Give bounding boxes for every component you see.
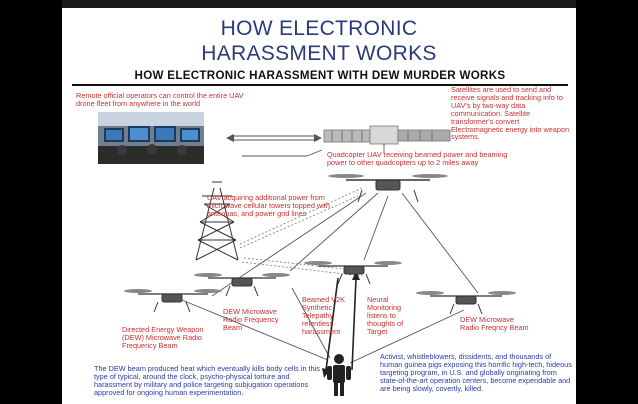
satellite-image: [323, 125, 451, 154]
directed-energy-label: Directed Energy Weapon (DEW) Microwave R…: [122, 325, 204, 350]
quadcopter-left: [124, 289, 222, 313]
dew-beam-heat-label: The DEW beam produced heat which eventua…: [94, 364, 320, 397]
quadcopter-middle: [194, 273, 290, 297]
page-title: HOW ELECTRONIC HARASSMENT WORKS: [62, 16, 576, 66]
operators-label: Remote official operators can control th…: [76, 91, 244, 108]
target-person-image: [327, 354, 351, 396]
title-line-2: HARASSMENT WORKS: [201, 42, 437, 65]
slide: HOW ELECTRONIC HARASSMENT WORKS HOW ELEC…: [62, 8, 576, 404]
tower-label: UAV acquiring additional power from micr…: [207, 193, 330, 218]
neural-arrow-up: [351, 277, 357, 371]
beam-to-v2k-drone: [363, 195, 389, 261]
dew-rf-beam-label: DEW Microwave Radio Frequency Beam: [223, 307, 279, 332]
quadcopter-v2k: [304, 261, 402, 285]
beam-mid-to-target: [291, 287, 331, 359]
v2k-arrow-down: [325, 277, 339, 371]
beam-to-right-drone: [401, 192, 479, 294]
diagram-canvas: [98, 112, 516, 396]
beam-to-mid-drone: [289, 192, 379, 272]
cell-tower-image: [195, 181, 239, 261]
quadcopter-top: [328, 174, 448, 203]
v2k-label: Beamed V2K Synthetic Telepathy relentles…: [302, 295, 345, 336]
satellites-label: Satellites are used to send and receive …: [451, 85, 570, 142]
dew-freq-beam-label: DEW Microwave Radio Freqncy Beam: [460, 315, 529, 332]
beam-left-to-target: [181, 299, 329, 361]
title-line-1: HOW ELECTRONIC: [220, 17, 418, 40]
window-top-bar: [62, 0, 576, 8]
neural-label: Neural Monitoring listens to thoughts of…: [367, 295, 404, 336]
beam-right-to-target: [349, 309, 465, 364]
subtitle: HOW ELECTRONIC HARASSMENT WITH DEW MURDE…: [72, 69, 568, 86]
activists-label: Activist, whistleblowers, dissidents, an…: [380, 352, 572, 393]
quadcopter-label: Quadcopter UAV receiving beamed power an…: [327, 150, 508, 167]
quadcopter-right: [416, 291, 516, 315]
control-room-image: [98, 112, 204, 164]
